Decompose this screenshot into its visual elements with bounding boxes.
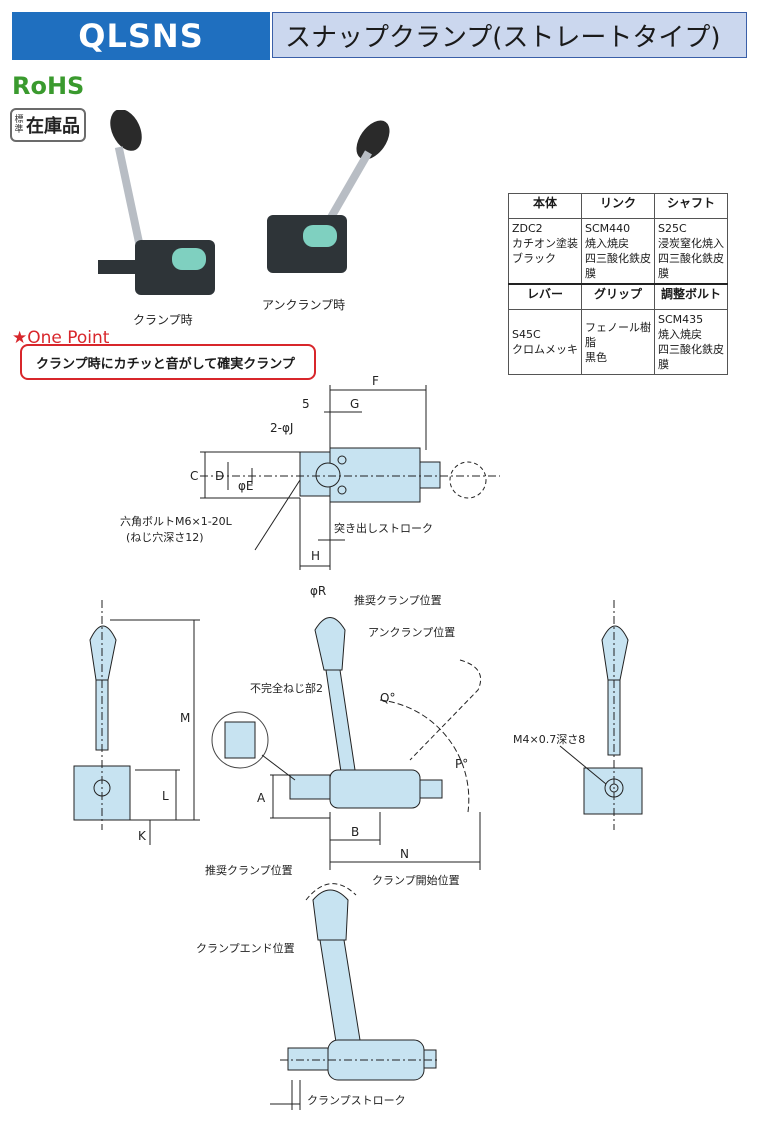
mat-header-shaft: シャフト <box>654 193 728 219</box>
one-point-text: クランプ時にカチッと音がして確実クランプ <box>36 356 295 372</box>
dim-H: H <box>311 549 320 563</box>
mat-cell: SCM440 焼入焼戻 四三酸化鉄皮膜 <box>581 218 655 285</box>
stock-badge-small: 標準 <box>14 115 24 135</box>
dim-G: G <box>350 397 359 411</box>
materials-table: 本体 リンク シャフト ZDC2 カチオン塗装 ブラック SCM440 焼入焼戻… <box>508 193 728 375</box>
bottom-recommended: 推奨クランプ位置 <box>205 863 293 877</box>
dim-K: K <box>138 829 147 843</box>
clamp-start-position: クランプ開始位置 <box>372 873 460 887</box>
dim-P: P° <box>455 757 468 771</box>
bottom-view <box>270 883 440 1110</box>
mat-cell: ZDC2 カチオン塗装 ブラック <box>508 218 582 285</box>
mat-header-lever: レバー <box>508 283 582 310</box>
dim-F: F <box>372 374 379 388</box>
dim-R: φR <box>310 584 326 598</box>
product-photo-clamp <box>98 110 215 295</box>
dim-B: B <box>351 825 359 839</box>
mat-header-link: リンク <box>581 193 655 219</box>
dim-A: A <box>257 791 266 805</box>
left-view <box>73 600 200 845</box>
mat-header-grip: グリップ <box>581 283 655 310</box>
top-view <box>200 385 500 570</box>
dim-2J: 2-φJ <box>270 421 293 435</box>
unclamp-position: アンクランプ位置 <box>368 625 455 639</box>
mat-cell: S45C クロムメッキ <box>508 309 582 375</box>
dim-M: M <box>180 711 190 725</box>
caption-unclamp: アンクランプ時 <box>262 298 346 312</box>
front-view <box>211 617 482 870</box>
dim-Q: Q° <box>380 691 395 705</box>
dim-D: D <box>215 469 224 483</box>
bolt-note-1: 六角ボルトM6×1-20L <box>120 515 233 528</box>
dim-E: φE <box>238 479 254 493</box>
bolt-note-2: (ねじ穴深さ12) <box>126 530 204 544</box>
stock-badge: 標準 在庫品 <box>10 108 86 142</box>
product-code: QLSNS <box>12 12 270 60</box>
dim-L: L <box>162 789 169 803</box>
stock-badge-label: 在庫品 <box>26 116 80 137</box>
product-title: スナップクランプ(ストレートタイプ) <box>272 12 747 58</box>
product-photo-unclamp <box>267 120 390 273</box>
thread-note: M4×0.7深さ8 <box>513 733 585 746</box>
one-point-box: クランプ時にカチッと音がして確実クランプ <box>20 344 316 380</box>
dim-5: 5 <box>302 397 310 411</box>
stroke-note: 突き出しストローク <box>334 521 433 535</box>
clamp-stroke: クランプストローク <box>307 1094 406 1107</box>
mat-header-body: 本体 <box>508 193 582 219</box>
mat-cell: S25C 浸炭窒化焼入 四三酸化鉄皮膜 <box>654 218 728 285</box>
rohs-badge: RoHS <box>12 72 85 100</box>
right-view <box>559 600 643 830</box>
clamp-end-position: クランプエンド位置 <box>196 941 295 955</box>
recommended-position: 推奨クランプ位置 <box>354 593 442 607</box>
incomplete-thread-note: 不完全ねじ部2 <box>250 681 323 695</box>
dim-N: N <box>400 847 409 861</box>
mat-cell: SCM435 焼入焼戻 四三酸化鉄皮膜 <box>654 309 728 375</box>
caption-clamp: クランプ時 <box>133 313 193 327</box>
dim-C: C <box>190 469 198 483</box>
one-point-label: ★One Point <box>12 328 110 348</box>
